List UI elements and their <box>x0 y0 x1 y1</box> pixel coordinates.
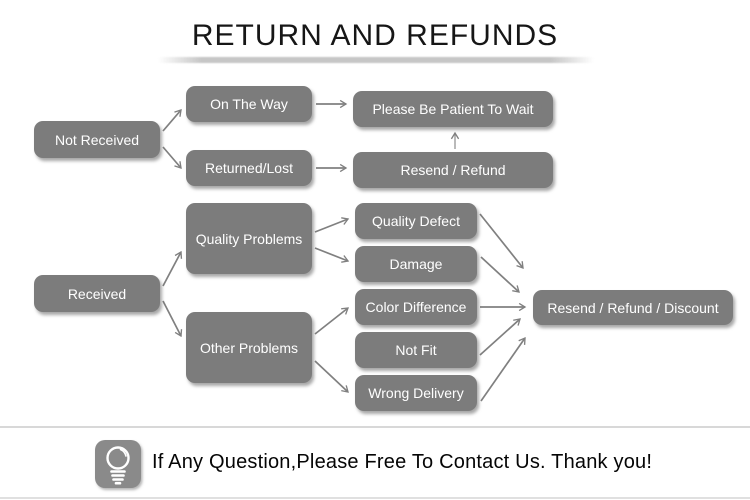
node-wrong-delivery: Wrong Delivery <box>355 375 477 411</box>
node-quality-problems: Quality Problems <box>186 203 312 274</box>
node-please-be-patient: Please Be Patient To Wait <box>353 91 553 127</box>
contact-message: If Any Question,Please Free To Contact U… <box>152 451 653 473</box>
node-damage: Damage <box>355 246 477 282</box>
page-title: RETURN AND REFUNDS <box>191 19 559 52</box>
node-quality-defect: Quality Defect <box>355 203 477 239</box>
title-underline-shadow <box>158 57 594 63</box>
lightbulb-icon <box>95 440 141 488</box>
node-other-problems: Other Problems <box>186 312 312 383</box>
node-not-fit: Not Fit <box>355 332 477 368</box>
node-on-the-way: On The Way <box>186 86 312 122</box>
node-returned-lost: Returned/Lost <box>186 150 312 186</box>
node-not-received: Not Received <box>34 121 160 158</box>
node-received: Received <box>34 275 160 312</box>
bottom-divider <box>0 497 750 499</box>
node-resend-refund: Resend / Refund <box>353 152 553 188</box>
footer-divider <box>0 426 750 428</box>
node-resend-refund-discount: Resend / Refund / Discount <box>533 290 733 325</box>
node-color-difference: Color Difference <box>355 289 477 325</box>
